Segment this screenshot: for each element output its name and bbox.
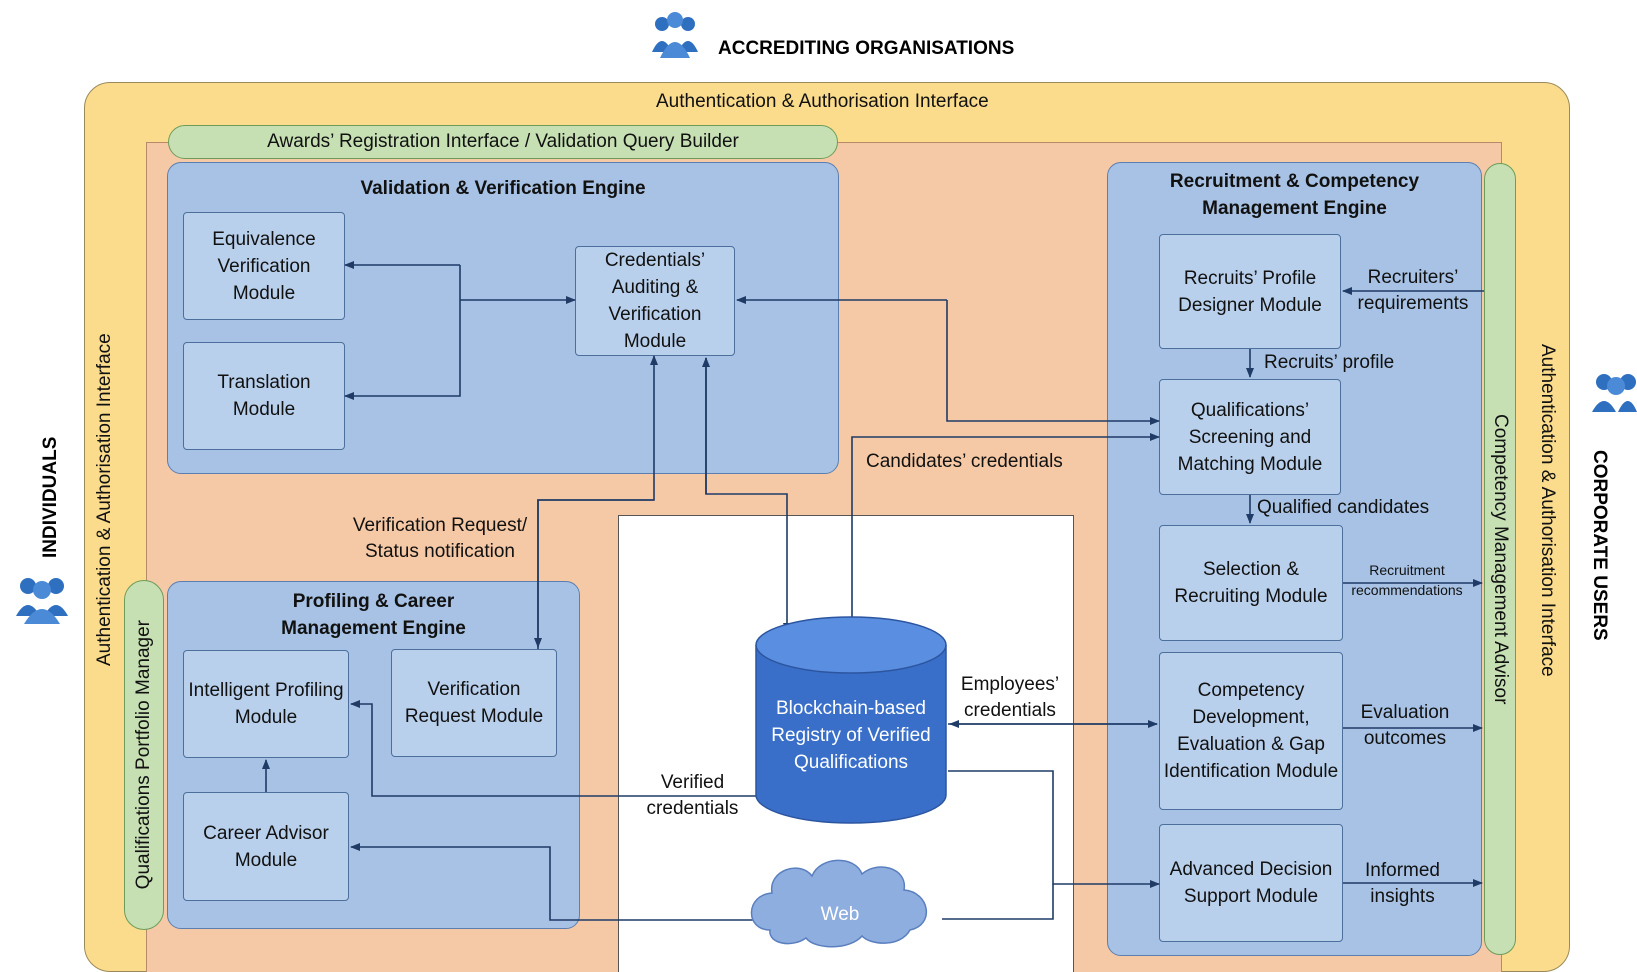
- evaluation-outcomes-label: Evaluation outcomes: [1360, 702, 1450, 749]
- accrediting-organisations-title: ACCREDITING ORGANISATIONS: [718, 38, 1015, 59]
- auth-interface-right-label: Authentication & Authorisation Interface: [1537, 343, 1558, 677]
- web-label[interactable]: Web: [820, 904, 860, 925]
- validation-engine-title: Validation & Verification Engine: [360, 178, 646, 199]
- intelligent-profiling-module[interactable]: Intelligent Profiling Module: [183, 650, 349, 758]
- corporate-users-title: CORPORATE USERS: [1589, 450, 1610, 641]
- recruits-profile-label: Recruits’ profile: [1264, 352, 1395, 373]
- verification-request-label: Verification Request/ Status notificatio…: [352, 515, 528, 562]
- verification-request-module[interactable]: Verification Request Module: [391, 649, 557, 757]
- recruits-profile-designer-module[interactable]: Recruits’ Profile Designer Module: [1159, 234, 1341, 349]
- equivalence-verification-module[interactable]: Equivalence Verification Module: [183, 212, 345, 320]
- portfolio-manager-label: Qualifications Portfolio Manager: [133, 620, 154, 890]
- competency-management-advisor[interactable]: Competency Management Advisor: [1484, 163, 1516, 955]
- accrediting-organisations-icon: [648, 6, 702, 68]
- translation-module[interactable]: Translation Module: [183, 342, 345, 450]
- recruiters-requirements-label: Recruiters’ requirements: [1357, 267, 1469, 314]
- selection-recruiting-module[interactable]: Selection & Recruiting Module: [1159, 525, 1343, 641]
- verified-credentials-label: Verified credentials: [646, 772, 739, 819]
- career-advisor-module[interactable]: Career Advisor Module: [183, 792, 349, 901]
- qualified-candidates-label: Qualified candidates: [1257, 497, 1430, 518]
- employees-credentials-label: Employees’ credentials: [960, 674, 1060, 721]
- recruitment-recommendations-label: Recruitment recommendations: [1351, 562, 1463, 598]
- qualifications-portfolio-manager[interactable]: Qualifications Portfolio Manager: [124, 580, 164, 930]
- corporate-users-icon: [1588, 366, 1637, 424]
- advanced-decision-support-module[interactable]: Advanced Decision Support Module: [1159, 824, 1343, 942]
- awards-registration-interface[interactable]: Awards’ Registration Interface / Validat…: [168, 125, 838, 159]
- credentials-auditing-module[interactable]: Credentials’ Auditing & Verification Mod…: [575, 246, 735, 356]
- candidates-credentials-label: Candidates’ credentials: [866, 451, 1063, 472]
- auth-interface-top-label: Authentication & Authorisation Interface: [656, 91, 989, 112]
- blockchain-registry-label[interactable]: Blockchain-based Registry of Verified Qu…: [771, 697, 931, 773]
- competency-advisor-label: Competency Management Advisor: [1490, 413, 1511, 705]
- recruitment-engine-title: Recruitment & Competency Management Engi…: [1169, 171, 1420, 219]
- qualifications-screening-module[interactable]: Qualifications’ Screening and Matching M…: [1159, 379, 1341, 495]
- profiling-engine-title: Profiling & Career Management Engine: [281, 591, 466, 639]
- individuals-icon: [12, 568, 72, 628]
- competency-development-module[interactable]: Competency Development, Evaluation & Gap…: [1159, 652, 1343, 810]
- informed-insights-label: Informed insights: [1365, 860, 1440, 907]
- auth-interface-left-label: Authentication & Authorisation Interface: [94, 333, 115, 667]
- individuals-title: INDIVIDUALS: [40, 436, 61, 558]
